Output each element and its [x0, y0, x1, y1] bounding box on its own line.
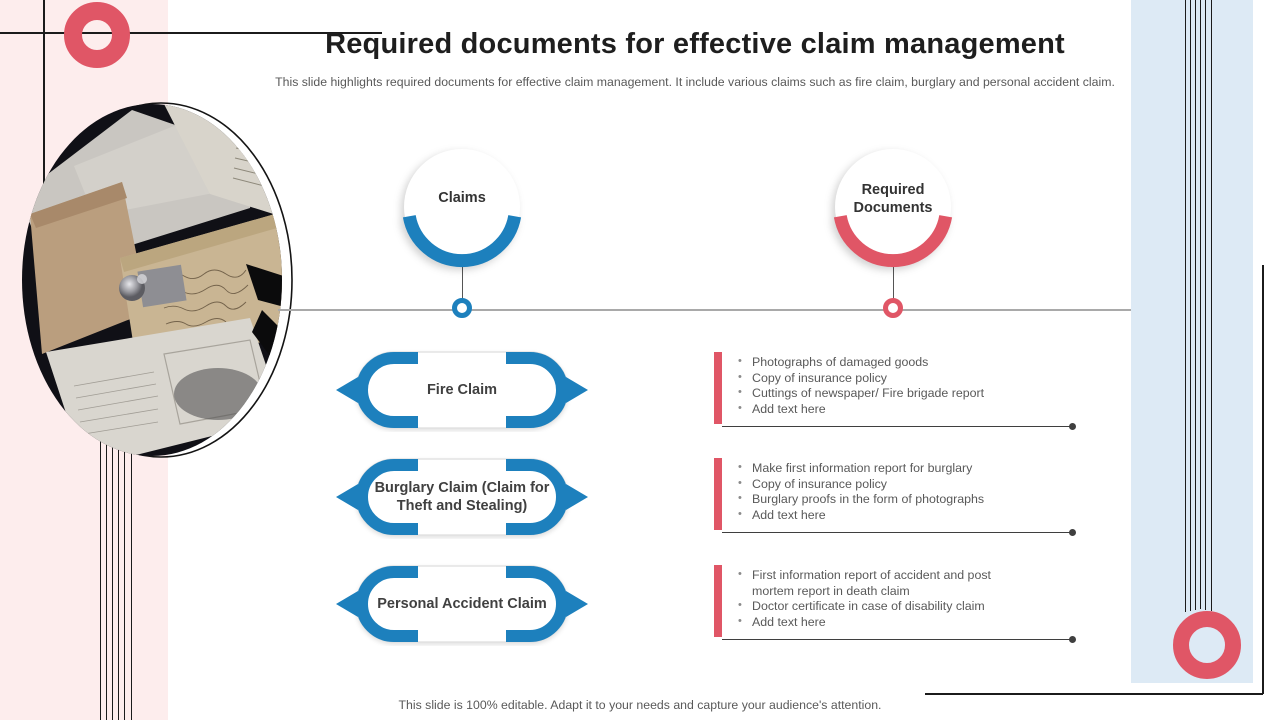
list-item: Copy of insurance policy [736, 370, 1052, 387]
required-docs-header-circle: Required Documents [823, 143, 963, 293]
footer-note: This slide is 100% editable. Adapt it to… [398, 698, 882, 712]
list-item: Burglary proofs in the form of photograp… [736, 491, 1052, 508]
list-item: Add text here [736, 614, 1036, 631]
claim-pill-fire-label: Fire Claim [426, 382, 498, 398]
required-docs-connector-line [893, 262, 894, 299]
timeline-marker-claims [452, 298, 472, 318]
old-documents-photo [22, 102, 293, 458]
claim-pill-fire: Fire Claim [328, 348, 596, 432]
list-item: Photographs of damaged goods [736, 354, 1052, 371]
page-title: Required documents for effective claim m… [325, 28, 1065, 60]
decor-top-horizontal-line [0, 32, 382, 34]
decor-donut-bottom-right [1173, 611, 1241, 679]
right-blue-panel [1131, 0, 1253, 683]
doc-list-accent-bar [714, 458, 722, 530]
underline-end-dot [1069, 423, 1076, 430]
doc-list-underline [722, 423, 1076, 430]
decor-donut-top-left [64, 2, 130, 68]
doc-list-underline [722, 636, 1076, 643]
list-item: Doctor certificate in case of disability… [736, 598, 1036, 615]
doc-list-underline [722, 529, 1076, 536]
doc-list-personal-accident-claim: First information report of accident and… [714, 565, 1076, 643]
list-item: Make first information report for burgla… [736, 460, 1052, 477]
claims-connector-line [462, 262, 463, 299]
title-block: Required documents for effective claim m… [270, 28, 1120, 89]
claims-header-circle: Claims [392, 143, 532, 293]
doc-list-accent-bar [714, 565, 722, 637]
decor-bottom-horizontal-line [925, 693, 1263, 695]
claim-pill-personal-accident: Personal Accident Claim [328, 562, 596, 646]
claim-pill-burglary-label: Burglary Claim (Claim for Theft and Stea… [374, 480, 550, 514]
decor-right-vertical-line [1262, 265, 1264, 694]
doc-list-burglary-claim: Make first information report for burgla… [714, 458, 1076, 536]
page-subtitle: This slide highlights required documents… [275, 75, 1115, 89]
doc-list-accent-bar [714, 352, 722, 424]
claim-pill-personal-accident-label: Personal Accident Claim [377, 596, 547, 612]
list-item: First information report of accident and… [736, 567, 1036, 599]
underline-end-dot [1069, 529, 1076, 536]
decor-topleft-vertical-line [43, 0, 45, 213]
timeline-axis [278, 309, 1131, 311]
list-item: Copy of insurance policy [736, 476, 1052, 493]
list-item: Add text here [736, 401, 1052, 418]
required-docs-header-label: Required Documents [853, 182, 933, 216]
claim-pill-burglary: Burglary Claim (Claim for Theft and Stea… [328, 455, 596, 539]
doc-list-fire-claim: Photographs of damaged goods Copy of ins… [714, 352, 1076, 430]
underline-end-dot [1069, 636, 1076, 643]
list-item: Cuttings of newspaper/ Fire brigade repo… [736, 385, 1052, 402]
claims-header-label: Claims [438, 190, 486, 206]
timeline-marker-required-docs [883, 298, 903, 318]
list-item: Add text here [736, 507, 1052, 524]
